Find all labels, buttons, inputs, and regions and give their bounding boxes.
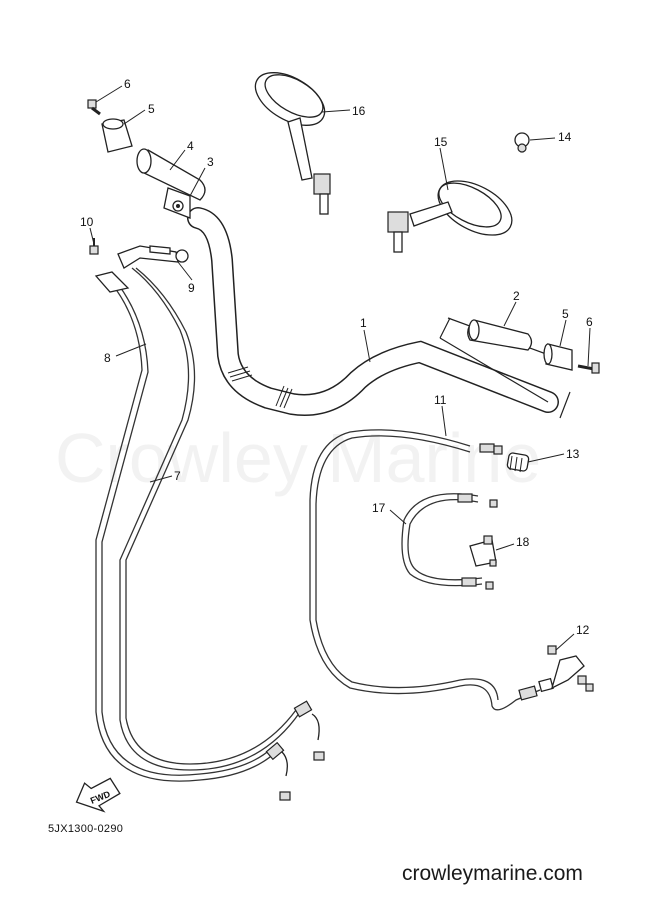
callout-6-right: 6 [586, 315, 593, 329]
callout-11: 11 [434, 393, 447, 407]
grip[interactable] [467, 319, 533, 351]
callout-1: 1 [360, 316, 367, 330]
callout-12: 12 [576, 623, 590, 637]
callout-13: 13 [566, 447, 580, 461]
grip-end-cap-right[interactable] [543, 343, 573, 371]
screw-right[interactable] [577, 362, 600, 374]
lever-bracket-12[interactable] [547, 645, 594, 692]
mirror-right[interactable] [387, 170, 521, 253]
cable-adjuster[interactable] [493, 445, 530, 473]
throttle-cable-8[interactable] [94, 271, 291, 801]
callout-14: 14 [558, 130, 572, 144]
callout-8: 8 [104, 351, 111, 365]
callout-2: 2 [513, 289, 520, 303]
callout-18: 18 [516, 535, 530, 549]
throttle-cable-7[interactable] [119, 267, 325, 771]
callout-3: 3 [207, 155, 214, 169]
callout-5-right: 5 [562, 307, 569, 321]
throttle-housing[interactable] [163, 187, 191, 219]
callout-6-left: 6 [124, 77, 131, 91]
screw-left[interactable] [87, 99, 101, 116]
grip-end-cap-left[interactable] [101, 118, 133, 153]
clamp[interactable] [514, 132, 530, 153]
bolt-10[interactable] [89, 238, 99, 255]
callout-17: 17 [372, 501, 386, 515]
leader-lines [89, 85, 591, 651]
callout-4: 4 [187, 139, 194, 153]
cable-bracket[interactable] [117, 245, 189, 269]
footer-site-name[interactable]: crowleymarine.com [402, 862, 583, 885]
handlebar[interactable] [187, 207, 559, 416]
mirror-left[interactable] [247, 62, 334, 215]
cable-11[interactable] [309, 429, 554, 711]
forward-arrow: FWD [75, 777, 121, 813]
watermark-text: Crowley Marine [55, 419, 541, 497]
switch-18[interactable] [469, 535, 497, 567]
callout-numbers: 6 5 4 3 16 15 14 10 9 8 1 2 5 6 11 13 7 … [80, 77, 593, 637]
cable-17[interactable] [401, 493, 498, 590]
callout-10: 10 [80, 215, 94, 229]
callout-5-left: 5 [148, 102, 155, 116]
diagram-code: 5JX1300-0290 [48, 823, 124, 835]
callout-15: 15 [434, 135, 448, 149]
callout-9: 9 [188, 281, 195, 295]
callout-7: 7 [174, 469, 181, 483]
callout-16: 16 [352, 104, 366, 118]
throttle-grip[interactable] [136, 148, 206, 201]
